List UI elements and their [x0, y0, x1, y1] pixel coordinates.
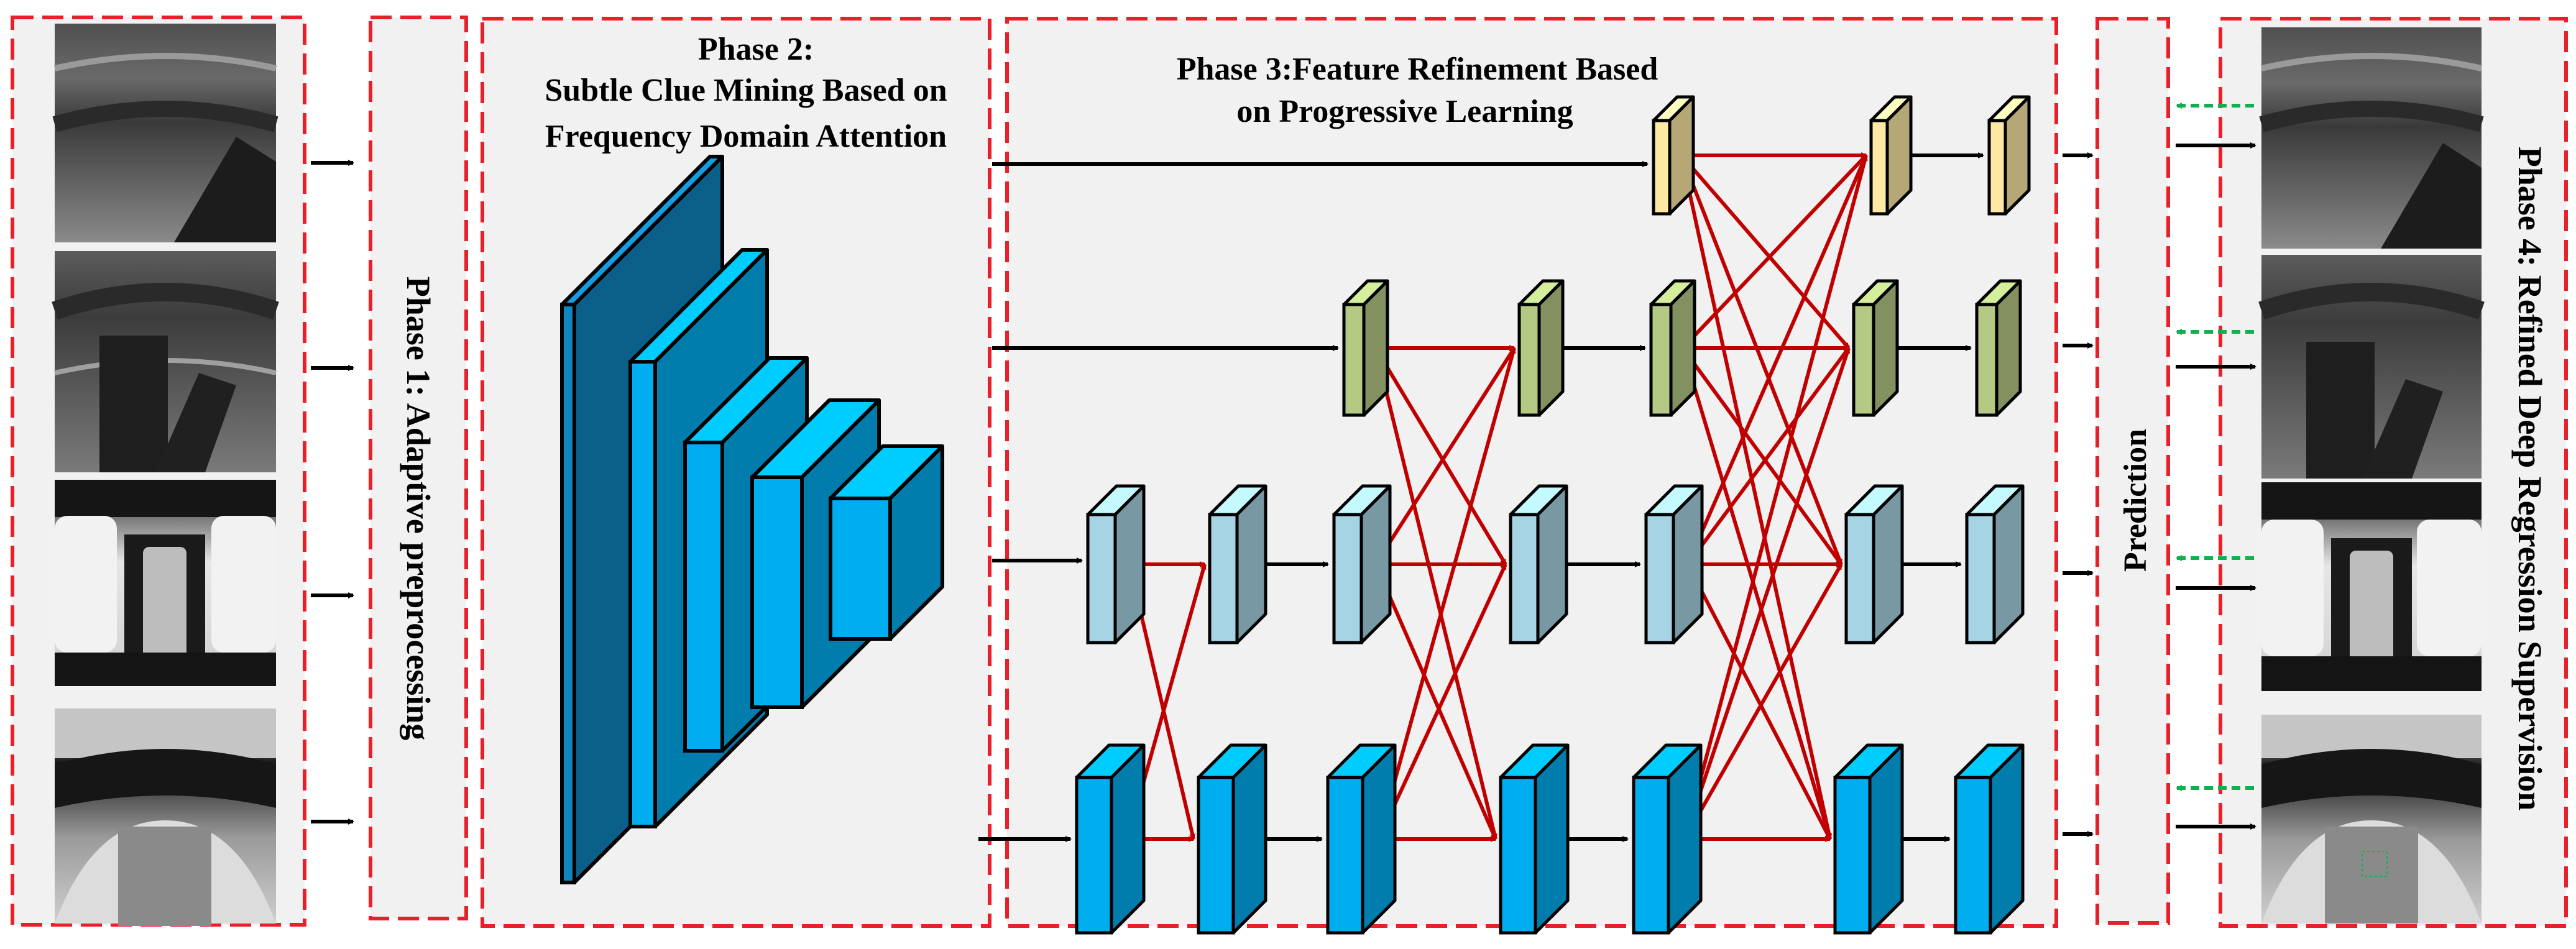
node-level1-2 [1869, 95, 1913, 216]
prediction-label: Prediction [2118, 429, 2153, 572]
node-level4-7 [1954, 743, 2025, 935]
arrow-red-stage3-2 [1680, 154, 1851, 349]
node-level3-5 [1644, 484, 1704, 644]
phase4-label: Phase 4: Refined Deep Regression Supervi… [2511, 147, 2549, 811]
refinement-network [978, 95, 2031, 935]
input-thumbnails [52, 24, 279, 926]
arrow-red-stage3-13 [1683, 154, 1868, 840]
node-level2-4 [1852, 279, 1899, 417]
arrow-red-stage3-14 [1683, 347, 1851, 840]
node-level2-2 [1517, 279, 1565, 417]
arrow-red-stage2-8 [1377, 563, 1507, 840]
phase3-title: Phase 3:Feature Refinement Based on Prog… [1177, 52, 1658, 129]
node-level4-3 [1326, 743, 1397, 935]
arrow-red-stage3-9 [1686, 154, 1868, 566]
input-arrows [311, 160, 354, 825]
output-image-3 [2261, 482, 2482, 691]
panel-phase1 [369, 16, 468, 920]
node-level2-1 [1342, 279, 1389, 417]
panel-prediction [2095, 17, 2170, 925]
arrow-red-stage2-7 [1377, 347, 1516, 840]
arrow-red-stage3-5 [1681, 154, 1868, 350]
arrow-red-stage2-6 [1374, 563, 1497, 840]
input-image-2 [52, 251, 279, 472]
node-level3-2 [1208, 484, 1267, 644]
output-arrows [2176, 142, 2256, 830]
node-level3-3 [1332, 484, 1392, 644]
output-image-2 [2258, 255, 2485, 479]
arrow-red-stage3-12 [1686, 563, 1832, 840]
feature-nodes [1075, 95, 2031, 935]
node-level1-3 [1987, 95, 2031, 216]
prediction-input-arrows [2063, 152, 2094, 837]
node-level2-3 [1649, 279, 1696, 417]
input-image-1 [52, 24, 278, 242]
node-level4-6 [1833, 743, 1904, 935]
node-level1-1 [1652, 95, 1695, 216]
output-image-4 [2261, 715, 2482, 924]
node-level3-7 [1965, 484, 2025, 644]
arrow-red-stage2-2 [1374, 347, 1507, 566]
input-image-4 [55, 708, 276, 926]
phase2-title-line2: Subtle Clue Mining Based on [545, 73, 947, 108]
arrow-red-stage2-4 [1374, 347, 1516, 566]
arrow-red-stage3-15 [1683, 563, 1843, 840]
node-level4-1 [1075, 743, 1146, 935]
phase1-label: Phase 1: Adaptive preprocessing [400, 277, 437, 741]
arrow-red-stage2-3 [1374, 347, 1497, 840]
arrow-red-stage3-4 [1680, 155, 1833, 840]
output-thumbnails [2258, 27, 2485, 924]
node-level3-4 [1509, 484, 1568, 644]
arrow-red-stage3-7 [1681, 347, 1843, 566]
output-image-1 [2259, 27, 2484, 249]
phase3-title-line1: Phase 3:Feature Refinement Based [1177, 52, 1658, 87]
node-level4-5 [1632, 743, 1703, 935]
phase3-title-line2: on Progressive Learning [1236, 94, 1573, 129]
arrow-red-stage3-8 [1681, 347, 1832, 840]
backbone-pyramid [560, 155, 944, 884]
backbone-block-5 [829, 444, 944, 641]
node-level3-6 [1844, 484, 1904, 644]
node-level4-2 [1197, 743, 1267, 935]
arrow-red-stage3-3 [1680, 154, 1843, 566]
node-level4-4 [1499, 743, 1570, 935]
phase2-title: Phase 2: Subtle Clue Mining Based on Fre… [545, 32, 947, 154]
node-level2-5 [1975, 279, 2022, 417]
arrow-red-stage3-10 [1686, 347, 1851, 566]
input-image-3 [55, 480, 276, 686]
node-level3-1 [1086, 484, 1146, 644]
phase2-title-line3: Frequency Domain Attention [545, 119, 947, 154]
phase2-title-line1: Phase 2: [698, 32, 814, 67]
